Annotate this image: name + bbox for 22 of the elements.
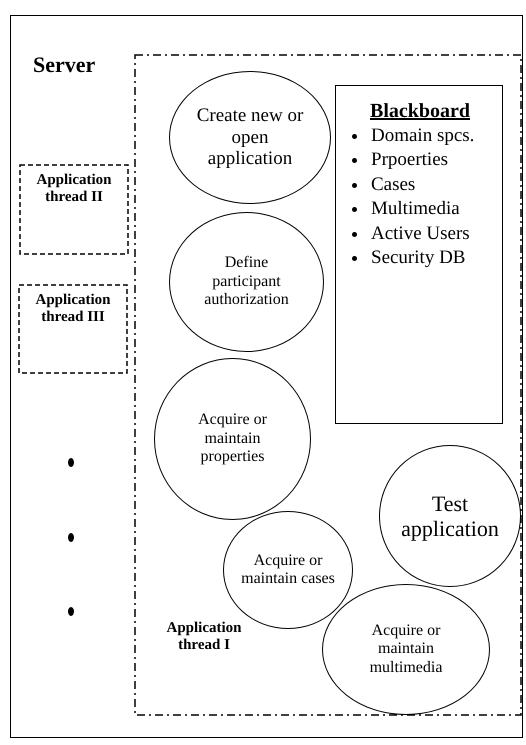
process-label: Acquire or maintain multimedia	[368, 622, 444, 678]
list-item: Domain spcs.	[371, 125, 476, 146]
process-label: Acquire or maintain cases	[241, 552, 335, 588]
thread-label: Application thread III	[34, 292, 112, 326]
list-item: Cases	[371, 174, 416, 196]
blackboard-box	[335, 85, 503, 424]
list-item: Prpoerties	[371, 149, 450, 171]
blackboard-heading: Blackboard	[368, 100, 472, 123]
process-label: Create new or open application	[196, 104, 304, 170]
panel-title: Server	[33, 52, 96, 78]
process-label: Test application	[400, 490, 500, 542]
server-panel	[10, 15, 523, 738]
list-item: Multimedia	[371, 198, 461, 220]
process-label: Acquire or maintain properties	[197, 411, 268, 467]
process-label: Define participant authorization	[203, 254, 290, 310]
thread-region	[134, 54, 522, 716]
list-item: Security DB	[371, 247, 466, 269]
list-item: Active Users	[371, 222, 471, 244]
thread-box	[18, 284, 128, 374]
thread-label: Application thread II	[35, 172, 112, 206]
thread-box	[19, 164, 129, 255]
region-title: Application thread I	[165, 620, 242, 654]
